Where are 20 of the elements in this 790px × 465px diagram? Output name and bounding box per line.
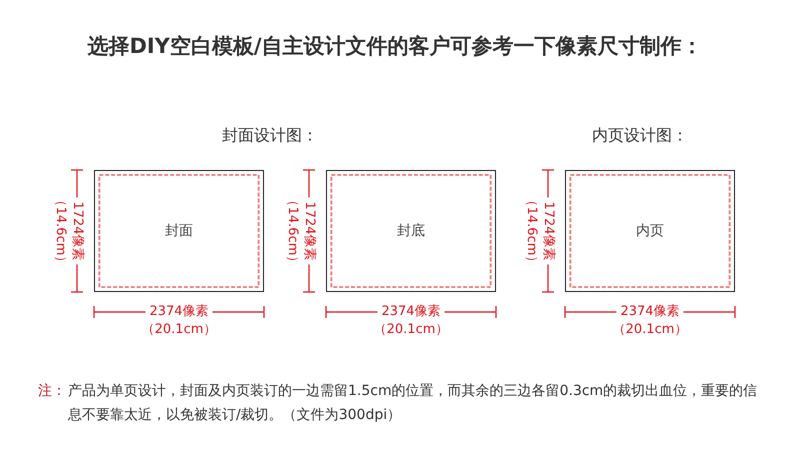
dimension-label: 1724像素 <box>301 197 317 265</box>
dimension-label: 1724像素 <box>69 197 85 265</box>
dimension-label: 2374像素 <box>145 304 213 320</box>
dimension-label: （14.6cm） <box>523 194 539 268</box>
section-heading: 封面设计图： <box>222 125 318 145</box>
dimension-label: 1724像素 <box>540 197 556 265</box>
dimension-label: 2374像素 <box>616 304 684 320</box>
note-text: 产品为单页设计，封面及内页装订的一边需留1.5cm的位置，而其余的三边各留0.3cm的裁切出血位，重要的信息不要靠太近，以免被装订/裁切。（文件为300dpi） <box>68 382 758 425</box>
dimension-label: （20.1cm） <box>142 322 216 338</box>
dimension-label: （14.6cm） <box>284 194 300 268</box>
panel-label: 内页 <box>636 222 664 240</box>
panel-label: 封面 <box>165 222 193 240</box>
title: 选择DIY空白模板/自主设计文件的客户可参考一下像素尺寸制作： <box>86 33 704 60</box>
dimension-label: 2374像素 <box>377 304 445 320</box>
dimension-label: （20.1cm） <box>374 322 448 338</box>
section-heading: 内页设计图： <box>592 125 688 145</box>
note-label: 注： <box>38 382 66 401</box>
dimension-label: （14.6cm） <box>52 194 68 268</box>
dimension-label: （20.1cm） <box>612 322 688 338</box>
panel-label: 封底 <box>397 222 425 240</box>
